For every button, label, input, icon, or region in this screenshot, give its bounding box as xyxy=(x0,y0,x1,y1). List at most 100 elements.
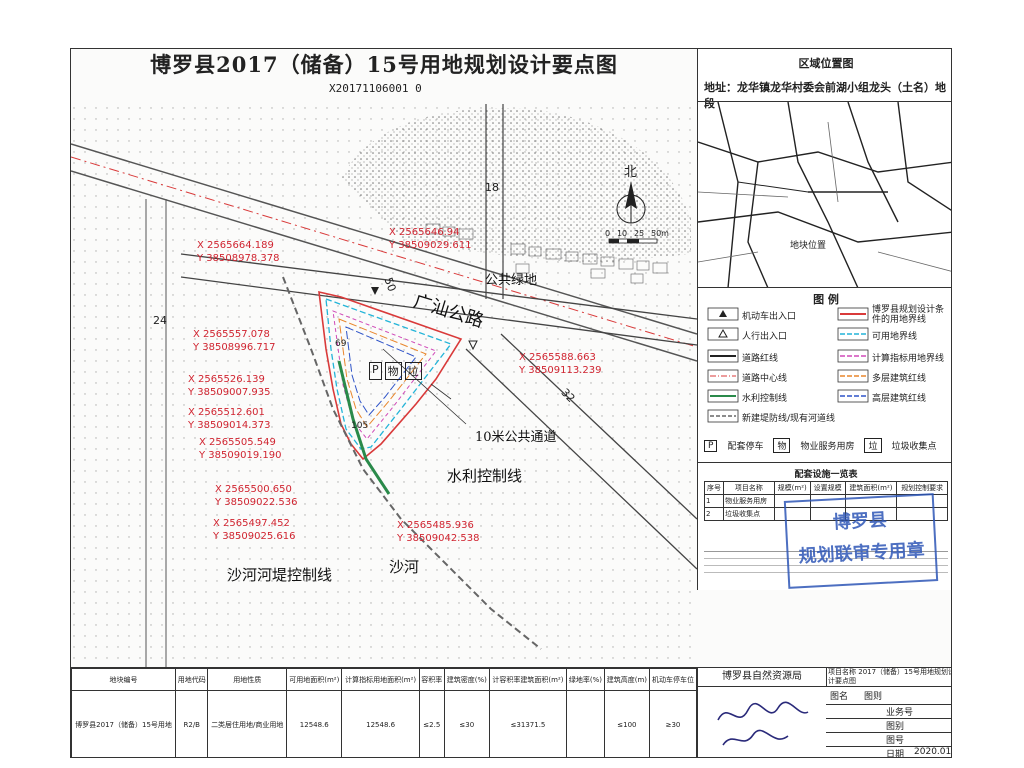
land-header: 计容积率建筑面积(m²) xyxy=(488,668,568,691)
land-header: 用地代码 xyxy=(175,668,209,691)
coord-y: Y 38509007.935 xyxy=(188,387,271,398)
multistory-line-orange xyxy=(338,318,427,428)
property-legend-label: 物业服务用房 xyxy=(800,442,855,452)
coord-x: X 2565646.94 xyxy=(389,227,460,238)
road-redline-bottom xyxy=(180,276,697,346)
facility-header: 规划控制要求 xyxy=(896,481,948,495)
land-cell: ≤100 xyxy=(603,690,650,757)
property-marker: 物 xyxy=(384,362,402,380)
water-control-label: 水利控制线 xyxy=(447,467,523,485)
land-cell: 12548.6 xyxy=(341,690,420,757)
legend-item: 计算指标用地界线 xyxy=(872,354,945,364)
sign-row: 图号 xyxy=(826,733,951,747)
coord-x: X 2565505.549 xyxy=(199,437,276,448)
coord-pair: X 2565500.650 Y 38509022.536 xyxy=(215,483,297,509)
coord-x: X 2565500.650 xyxy=(215,484,292,495)
land-cell xyxy=(566,690,605,757)
legend-item: 可用地界线 xyxy=(872,332,918,342)
legend-item: 博罗县规划设计条件的用地界线 xyxy=(872,305,945,325)
facilities-table: 序号 项目名称 规模(m²) 设置规模 建筑面积(m²) 规划控制要求 1 物业… xyxy=(703,481,948,521)
coord-pair: X 2565505.549 Y 38509019.190 xyxy=(199,436,281,462)
scale-tick: 10 xyxy=(616,229,628,238)
highrise-line-blue xyxy=(345,326,417,416)
project-name: 2017（储备）15号用地规划设计要点图 xyxy=(828,668,952,685)
land-cell: ≤31371.5 xyxy=(488,690,568,757)
authority-name: 博罗县自然资源局 xyxy=(698,668,827,687)
land-cell: 12548.6 xyxy=(286,690,343,757)
coord-y: Y 38509022.536 xyxy=(215,497,298,508)
coord-x: X 2565512.601 xyxy=(188,407,265,418)
trash-legend-label: 垃圾收集点 xyxy=(891,442,937,452)
coord-x: X 2565497.452 xyxy=(213,518,290,529)
coord-y: Y 38509019.190 xyxy=(199,450,282,461)
review-stamp: 博罗县 规划联审专用章 xyxy=(783,493,939,589)
road-32-edge-b xyxy=(500,333,697,520)
facility-header: 设置规模 xyxy=(809,481,846,495)
pedestrian-entrance-icon xyxy=(468,340,478,351)
coord-x: X 2565485.936 xyxy=(397,520,474,531)
facility-header: 建筑面积(m²) xyxy=(844,481,898,495)
coord-y: Y 38509014.373 xyxy=(188,420,271,431)
usable-boundary-cyan xyxy=(325,298,453,450)
village-blocks xyxy=(425,223,668,284)
land-header: 建筑密度(%) xyxy=(443,668,490,691)
legend-item: 多层建筑红线 xyxy=(872,374,927,384)
drawing-label: 图名 xyxy=(830,691,849,702)
scale-tick: 25 xyxy=(633,229,645,238)
legend-item: 高层建筑红线 xyxy=(872,394,927,404)
stamp-line-2: 规划联审专用章 xyxy=(798,539,926,568)
coord-x: X 2565557.078 xyxy=(193,329,270,340)
road-centerline xyxy=(71,156,697,348)
location-map: 地块位置 xyxy=(698,101,951,288)
document-title: 博罗县2017（储备）15号用地规划设计要点图 xyxy=(150,52,618,77)
facility-cell: 物业服务用房 xyxy=(723,494,775,508)
river-dike-line xyxy=(282,276,542,650)
coord-pair: X 2565526.139 Y 38509007.935 xyxy=(188,373,270,399)
coord-y: Y 38509042.538 xyxy=(397,533,480,544)
facility-cell: 垃圾收集点 xyxy=(723,507,775,521)
legend-item: 道路中心线 xyxy=(742,374,788,384)
scale-labels: 0 10 25 50m xyxy=(605,229,669,238)
parking-marker: P xyxy=(369,362,382,380)
legend-item: 机动车出入口 xyxy=(742,312,797,322)
river-label: 沙河 xyxy=(389,558,420,576)
land-header: 绿地率(%) xyxy=(566,668,605,691)
waterline-leader xyxy=(430,383,452,400)
site-plan-map xyxy=(71,99,697,667)
green-space-label: 公共绿地 xyxy=(485,273,538,288)
scale-tick: 0 xyxy=(605,229,611,238)
table-row: 2 垃圾收集点 xyxy=(703,507,948,521)
coord-y: Y 38508978.378 xyxy=(197,253,280,264)
public-passage-label: 10米公共通道 xyxy=(475,430,557,445)
land-header: 容积率 xyxy=(418,668,445,691)
location-panel-title: 区域位置图 xyxy=(798,57,854,70)
legend-panel: 图 例 机动车出入口 博罗县规划设计条件的用地界线 人行出入口 xyxy=(697,287,951,462)
location-panel: 区域位置图 地址：龙华镇龙华村委会前湖小组龙头（土名）地段 xyxy=(697,49,951,288)
date-label: 日期 xyxy=(886,750,905,758)
planning-boundary-red xyxy=(318,290,463,461)
land-cell: 二类居住用地/商业用地 xyxy=(207,690,288,757)
sign-row: 业务号 xyxy=(826,705,951,719)
facility-cell: 2 xyxy=(703,507,725,521)
land-cell: ≤2.5 xyxy=(418,690,445,757)
project-label: 项目名称 xyxy=(828,668,856,676)
coord-x: X 2565526.139 xyxy=(188,374,265,385)
notes-block xyxy=(704,545,948,579)
dim-105: 105 xyxy=(351,421,369,431)
document-code: X20171106001 0 xyxy=(329,82,422,95)
road-32-edge-a xyxy=(465,348,697,570)
legend-item: 水利控制线 xyxy=(742,394,788,404)
legend-item: 人行出入口 xyxy=(742,332,788,342)
date-row: 日期 2020.01 xyxy=(826,747,951,758)
coord-y: Y 38509113.239 xyxy=(519,365,602,376)
legend-title: 图 例 xyxy=(813,293,839,306)
facility-header: 序号 xyxy=(703,481,725,495)
sign-table: 图名 图则 业务号 图别 图号 日期 2020.01 xyxy=(826,686,951,758)
land-header: 建筑高度(m) xyxy=(603,668,650,691)
facility-header: 规模(m²) xyxy=(773,481,811,495)
facility-cell xyxy=(773,507,811,521)
